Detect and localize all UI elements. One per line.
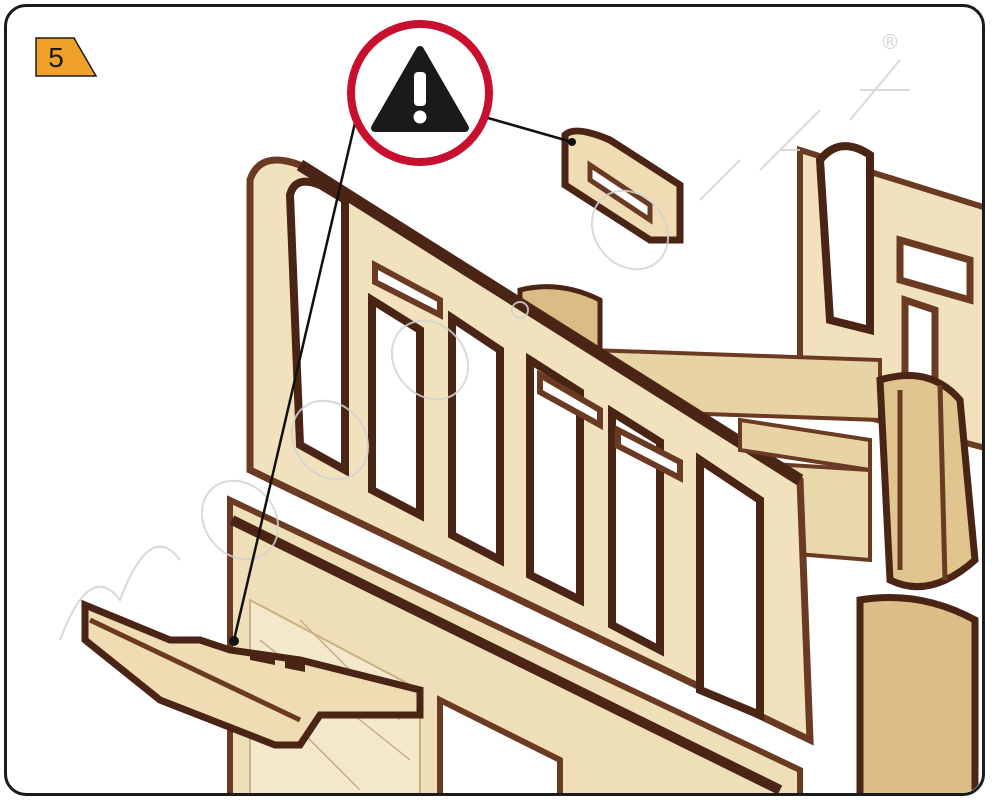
- callout-dot: [568, 138, 576, 146]
- warning-badge: [351, 24, 489, 162]
- loose-window-piece: [565, 131, 680, 240]
- registered-mark-icon: ®: [880, 30, 900, 54]
- callout-dot: [229, 636, 239, 646]
- step-number: 5: [38, 39, 74, 77]
